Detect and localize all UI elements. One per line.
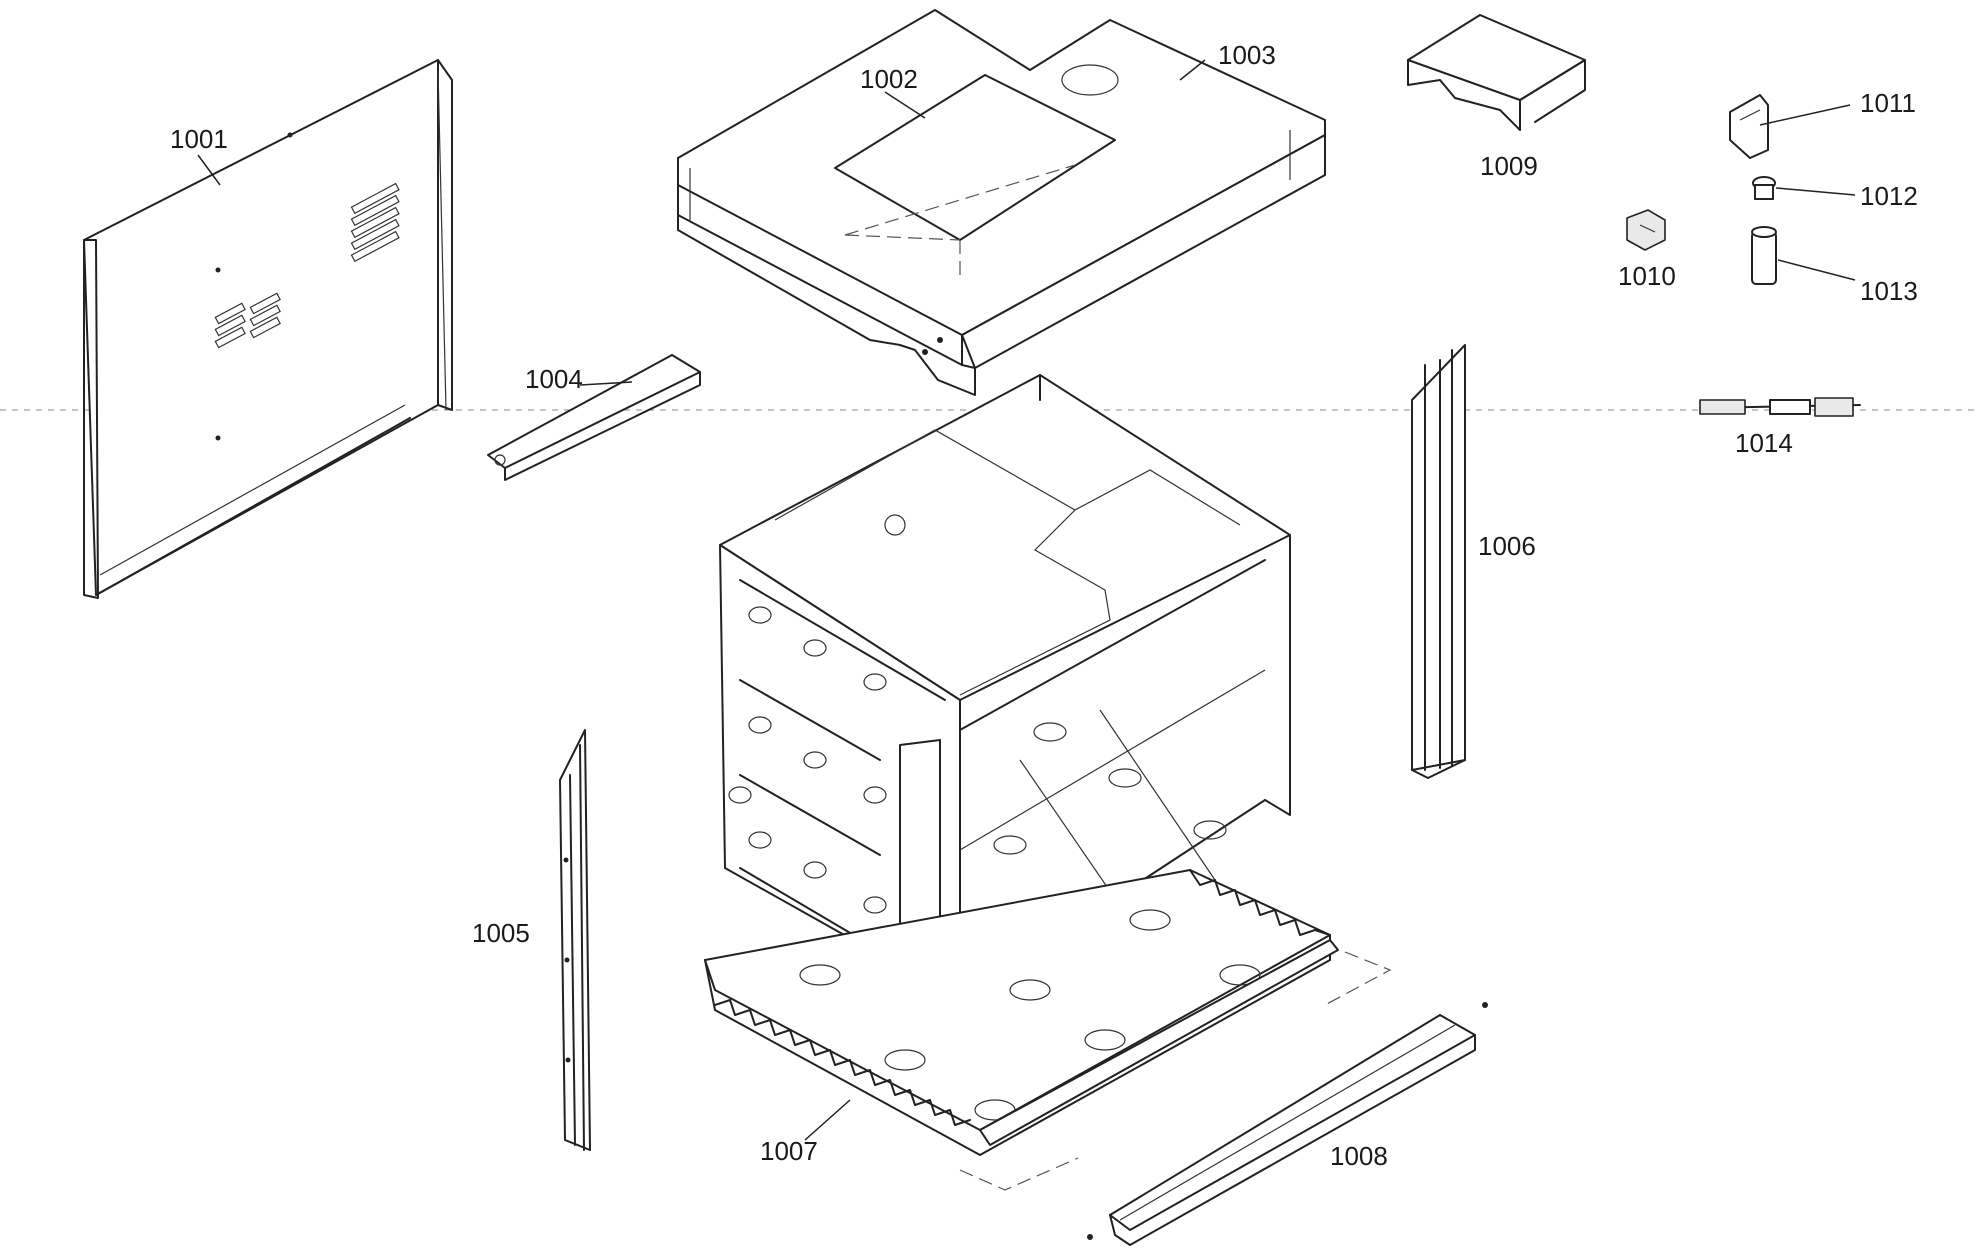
part-1005-left-trim[interactable] (559, 729, 591, 1151)
part-1006-right-trim[interactable] (1411, 344, 1466, 779)
leader-1002 (884, 91, 926, 119)
label-1002: 1002 (860, 64, 918, 94)
label-1013: 1013 (1860, 276, 1918, 306)
label-1007: 1007 (760, 1136, 818, 1166)
vent-slots-lower (214, 292, 281, 349)
part-1014-sensor[interactable] (1699, 397, 1861, 417)
part-1001-back-panel[interactable] (83, 59, 453, 599)
alignment-dash-left (959, 1157, 1079, 1191)
leader-1011 (1759, 104, 1851, 126)
part-1008-front-rail[interactable] (1087, 1002, 1488, 1246)
part-1013-tube[interactable] (1751, 226, 1777, 285)
leader-1013 (1777, 259, 1856, 281)
label-1008: 1008 (1330, 1141, 1388, 1171)
part-1010-connector[interactable] (1626, 209, 1666, 251)
part-1007-bottom-tray[interactable] (704, 869, 1339, 1156)
part-1012-bushing[interactable] (1752, 176, 1776, 200)
label-1011: 1011 (1860, 88, 1916, 118)
tray-embossed-circles (799, 909, 1261, 1121)
leader-1012 (1775, 187, 1856, 196)
leader-1007 (804, 1099, 851, 1141)
vent-slots-upper (350, 182, 400, 263)
part-1002-insulation-plate[interactable] (834, 74, 1116, 275)
label-1004: 1004 (525, 364, 583, 394)
label-1012: 1012 (1860, 181, 1918, 211)
label-1009: 1009 (1480, 151, 1538, 181)
label-1006: 1006 (1478, 531, 1536, 561)
leader-1001 (197, 154, 221, 186)
label-1014: 1014 (1735, 428, 1793, 458)
alignment-dash-right (1324, 951, 1392, 1006)
label-1005: 1005 (472, 918, 530, 948)
part-1004-rail[interactable] (487, 354, 701, 481)
leader-1003 (1179, 59, 1206, 81)
label-1010: 1010 (1618, 261, 1676, 291)
part-1009-bracket-cover[interactable] (1407, 14, 1586, 131)
leader-1004 (579, 381, 633, 386)
label-1003: 1003 (1218, 40, 1276, 70)
part-1011-clip[interactable] (1729, 94, 1769, 159)
label-1001: 1001 (170, 124, 228, 154)
